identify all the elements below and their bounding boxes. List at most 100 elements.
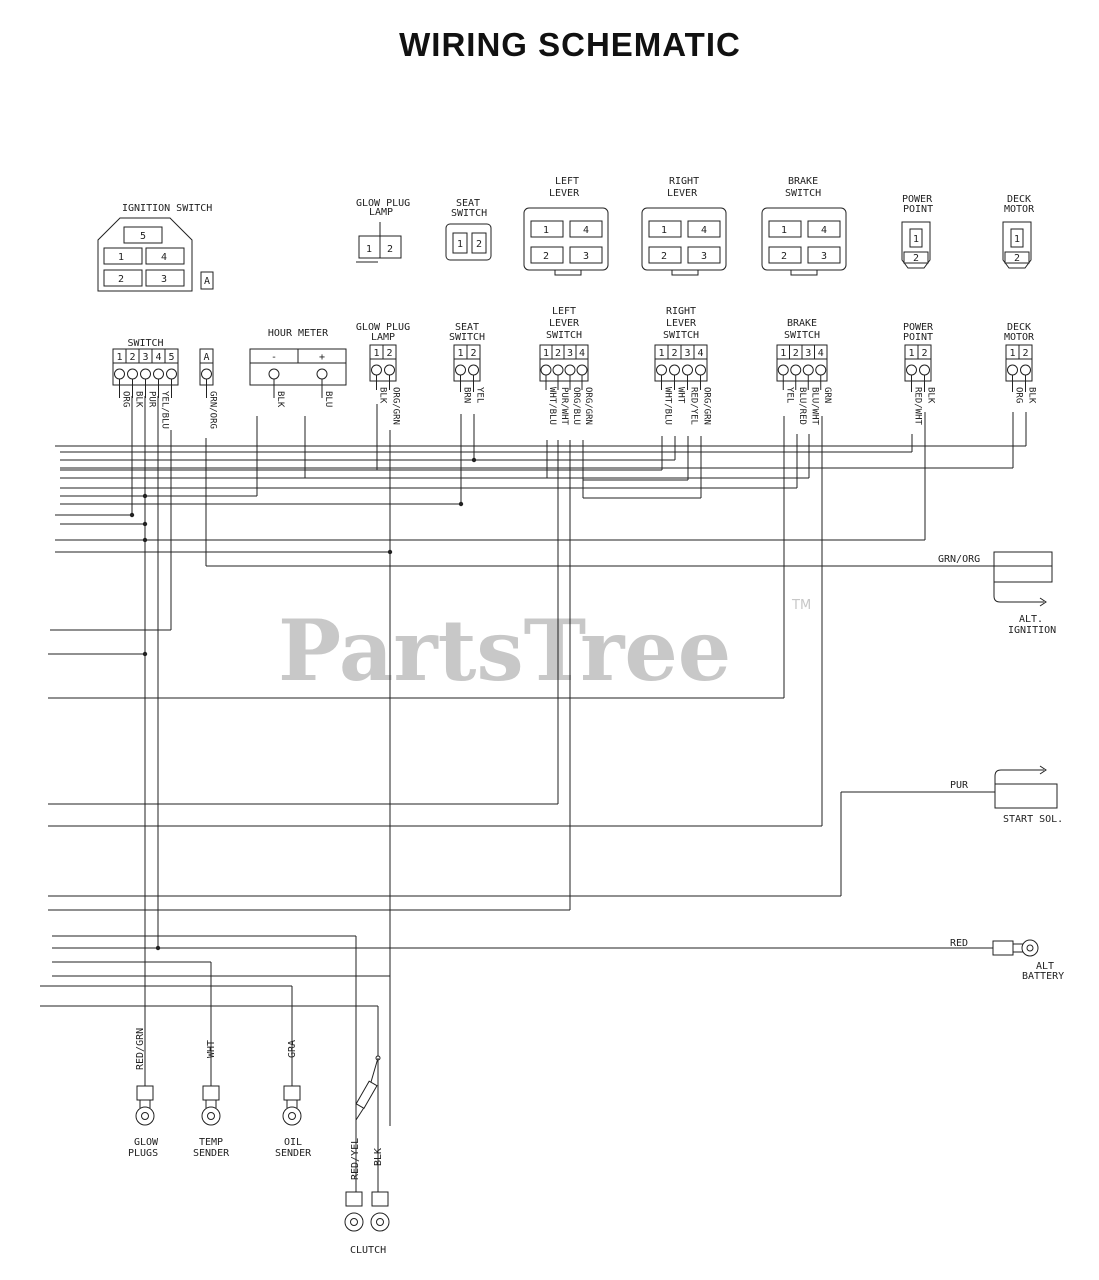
brake-switch-top-pin-4: 4 <box>821 225 827 236</box>
ignition-switch-component: IGNITION SWITCH 5 1 4 2 3 A <box>97 203 214 292</box>
alt-battery-terminal: RED ALT BATTERY <box>950 938 1064 982</box>
wire-color-label: YEL <box>475 387 485 403</box>
wire-color-label: BLK <box>1027 387 1037 404</box>
connector-pin-socket <box>468 364 479 376</box>
glow-plug-lamp-top-label2: LAMP <box>369 207 393 218</box>
ignition-pin-1: 1 <box>118 252 124 263</box>
harness-wires <box>40 396 1027 1126</box>
start-solenoid-device: PUR START SOL. <box>950 765 1063 825</box>
connector-pin-label: 1 <box>780 348 786 359</box>
connector-pin-label: 2 <box>386 348 392 359</box>
glow-plugs-terminal: RED/GRN GLOW PLUGS <box>128 1028 159 1159</box>
connector-pin-socket <box>140 368 151 380</box>
connector-pin-label: A <box>203 352 209 363</box>
connector-pin-label: 1 <box>457 348 463 359</box>
page-title: WIRING SCHEMATIC <box>399 26 741 63</box>
temp-sender-terminal: WHT TEMP SENDER <box>193 1040 230 1159</box>
connector-label: SWITCH <box>546 330 582 341</box>
connector-pin-socket <box>114 368 125 380</box>
connector-label: POINT <box>903 332 933 343</box>
wire-color-label: ORG <box>121 391 131 407</box>
wire-color-label: ORG <box>1014 387 1024 403</box>
connector-pin-socket <box>777 364 789 376</box>
clutch-wire-label-2: BLK <box>373 1148 384 1166</box>
watermark-trademark: TM <box>791 598 811 613</box>
wire-color-label: GRN <box>822 387 832 403</box>
right-lever-top-pin-1: 1 <box>661 225 667 236</box>
alt-battery-wire-label: RED <box>950 938 968 949</box>
connector-label: BRAKE <box>787 318 817 329</box>
connector-label: SWITCH <box>784 330 820 341</box>
connector-pin-label: 2 <box>1022 348 1028 359</box>
connector-pin-socket <box>371 364 382 376</box>
connector-pin-label: 4 <box>579 348 585 359</box>
wire-color-label: BLK <box>275 391 285 408</box>
wire-color-label: WHT/BLU <box>547 387 557 425</box>
connector-pin-socket <box>153 368 164 380</box>
brake-switch-top-pin-3: 3 <box>821 251 827 262</box>
connector-pin-socket <box>576 364 588 376</box>
oil-sender-label2: SENDER <box>275 1148 312 1159</box>
seat-switch-top-label1: SEAT <box>456 198 480 209</box>
connector-pin-label: 4 <box>818 348 824 359</box>
connector-pin-socket <box>919 364 930 376</box>
alt-ignition-label1: ALT. <box>1019 614 1043 625</box>
alt-battery-label2: BATTERY <box>1022 971 1064 982</box>
brake-switch-component: BRAKE SWITCH 1 4 2 3 <box>761 176 847 276</box>
left-lever-component: LEFT LEVER 1 4 2 3 <box>523 176 609 276</box>
connector-pin-socket <box>455 364 466 376</box>
brake-switch-top-label2: SWITCH <box>785 188 821 199</box>
deck-motor-top-label1: DECK <box>1007 194 1031 205</box>
power-point-top-label1: POWER <box>902 194 933 205</box>
brake-switch-top-pin-1: 1 <box>781 225 787 236</box>
wire-color-label: WHT/BLU <box>663 387 673 425</box>
connector-pin-socket <box>540 364 552 376</box>
connector-pin-label: 1 <box>1009 348 1015 359</box>
connector-label: MOTOR <box>1004 332 1035 343</box>
connector-pin-socket <box>790 364 802 376</box>
left-lever-top-pin-3: 3 <box>583 251 589 262</box>
connector-pin-socket <box>268 368 280 380</box>
temp-sender-wire-label: WHT <box>206 1040 217 1058</box>
connector-pin-label: - <box>271 352 277 363</box>
wire-color-label: BLU <box>323 391 333 407</box>
connector-label: LEVER <box>549 318 580 329</box>
glow-plug-lamp-top-label1: GLOW PLUG <box>356 198 410 209</box>
right-lever-top-pin-3: 3 <box>701 251 707 262</box>
ignition-switch-label: IGNITION SWITCH <box>122 203 212 214</box>
connector-label: GLOW PLUG <box>356 322 410 333</box>
connector-pin-socket <box>669 364 680 376</box>
connector-pin-label: 3 <box>142 352 148 363</box>
left-lever-top-label2: LEVER <box>549 188 580 199</box>
wire-color-label: PUR/WHT <box>559 387 569 426</box>
deck-motor-top-pin-2: 2 <box>1014 253 1020 264</box>
connector-pin-socket <box>127 368 138 380</box>
connector-pin-label: 2 <box>555 348 561 359</box>
wire-color-label: BRN <box>462 387 472 403</box>
connector-pin-socket <box>656 364 667 376</box>
right-lever-component: RIGHT LEVER 1 4 2 3 <box>641 176 727 276</box>
oil-sender-label1: OIL <box>284 1137 302 1148</box>
ignition-pin-3: 3 <box>161 274 167 285</box>
brake-switch-top-pin-2: 2 <box>781 251 787 262</box>
watermark-text: PartsTree <box>278 601 731 700</box>
wire-color-label: BLU/RED <box>797 387 807 425</box>
power-point-component: POWER POINT 1 2 <box>901 194 933 269</box>
connector-pin-socket <box>384 364 395 376</box>
power-point-top-pin-2: 2 <box>913 253 919 264</box>
ignition-pin-4: 4 <box>161 252 167 263</box>
clutch-terminals: RED/YEL BLK CLUTCH <box>344 1055 390 1256</box>
temp-sender-label1: TEMP <box>199 1137 223 1148</box>
seat-switch-top-label2: SWITCH <box>451 208 487 219</box>
connector-pin-label: 2 <box>921 348 927 359</box>
alt-ignition-device: GRN/ORG ALT. IGNITION <box>938 551 1056 636</box>
connector-label: LEVER <box>666 318 697 329</box>
start-sol-label: START SOL. <box>1003 814 1063 825</box>
temp-sender-label2: SENDER <box>193 1148 230 1159</box>
